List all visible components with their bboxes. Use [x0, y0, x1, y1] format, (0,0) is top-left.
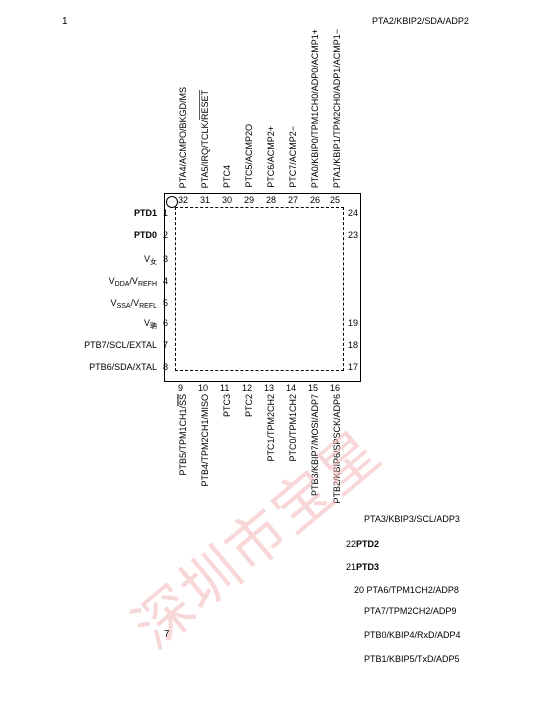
pin-number-3: 3 — [163, 254, 169, 264]
pin-number-12: 12 — [242, 383, 253, 393]
pin-number-16: 16 — [330, 383, 341, 393]
pin-number-4: 4 — [163, 276, 169, 286]
left-pin-name-8: PTB6/SDA/XTAL — [89, 362, 157, 372]
pin-label-ptb1: PTB1/KBIP5/TxD/ADP5 — [364, 654, 460, 664]
top-pin-name-27: PTC7/ACMP2− — [288, 126, 298, 188]
bottom-pin-name-13: PTC1/TPM2CH2 — [266, 394, 276, 462]
bottom-pin-name-12: PTC2 — [244, 394, 254, 418]
pin-number-18: 18 — [348, 340, 359, 350]
top-pin-name-31: PTA5/IRQ/TCLK/RESET — [200, 89, 210, 188]
pin-number-30: 30 — [222, 195, 233, 205]
pin-number-1: 1 — [163, 208, 169, 218]
pin-label-pta3: PTA3/KBIP3/SCL/ADP3 — [364, 514, 460, 524]
watermark: 深圳市宝星 — [120, 417, 394, 663]
bottom-pin-name-11: PTC3 — [222, 394, 232, 418]
pin-number-13: 13 — [264, 383, 275, 393]
pin-number-6: 6 — [163, 318, 169, 328]
pin-number-note-7: 7 — [164, 629, 170, 640]
pin-label-ptd2: 22PTD2 — [346, 539, 380, 549]
pin-label-pta7: PTA7/TPM2CH2/ADP9 — [364, 606, 457, 616]
pin-number-26: 26 — [310, 195, 321, 205]
pin-number-9: 9 — [178, 383, 184, 393]
pin-label-ptb0: PTB0/KBIP4/RxD/ADP4 — [364, 630, 461, 640]
chip-die-outline — [175, 207, 344, 371]
pin-number-32: 32 — [178, 195, 189, 205]
left-pin-name-7: PTB7/SCL/EXTAL — [84, 340, 157, 350]
pin-number-14: 14 — [286, 383, 297, 393]
pin-number-11: 11 — [220, 383, 230, 393]
pin-number-25: 25 — [330, 195, 341, 205]
top-pin-name-28: PTC6/ACMP2+ — [266, 126, 276, 188]
pin-number-10: 10 — [198, 383, 209, 393]
left-pin-name-4: VDDA/VREFH — [108, 276, 157, 288]
left-pin-name-5: VSSA/VREFL — [110, 298, 157, 310]
pin-number-15: 15 — [308, 383, 319, 393]
pin-number-17: 17 — [348, 362, 359, 372]
pin-number-31: 31 — [200, 195, 211, 205]
pin-label-pta2: PTA2/KBIP2/SDA/ADP2 — [372, 16, 469, 26]
top-pin-name-30: PTC4 — [222, 164, 232, 188]
pin-number-8: 8 — [163, 362, 169, 372]
pin-number-28: 28 — [266, 195, 277, 205]
page-number: 1 — [62, 16, 68, 27]
top-pin-name-29: PTC5/ACMP2O — [244, 124, 254, 188]
top-pin-name-32: PTA4/ACMPO/BKGD/MS — [178, 86, 188, 188]
top-pin-name-25: PTA1/KBIP1/TPM2CH0/ADP1/ACMP1− — [332, 28, 342, 188]
pin-number-27: 27 — [288, 195, 299, 205]
pin-number-23: 23 — [348, 230, 359, 240]
pin1-marker-icon — [166, 196, 178, 208]
pin-label-pta6: 20 PTA6/TPM1CH2/ADP8 — [354, 585, 459, 595]
pin-number-5: 5 — [163, 298, 169, 308]
pin-number-29: 29 — [244, 195, 255, 205]
chip-package — [164, 193, 361, 382]
top-pin-name-26: PTA0/KBIP0/TPM1CH0/ADP0/ACMP1+ — [310, 28, 320, 188]
left-pin-name-6: V聃 — [143, 318, 157, 330]
left-pin-name-3: V女 — [143, 254, 157, 266]
pin-number-24: 24 — [348, 208, 359, 218]
bottom-pin-name-10: PTB4/TPM2CH1/MISO — [200, 394, 210, 487]
left-pin-name-1: PTD1 — [133, 208, 157, 218]
pin-number-19: 19 — [348, 318, 359, 328]
left-pin-name-2: PTD0 — [133, 230, 157, 240]
pin-number-2: 2 — [163, 230, 169, 240]
pin-number-7: 7 — [163, 340, 169, 350]
bottom-pin-name-9: PTB5/TPM1CH1/SS — [178, 394, 188, 476]
pin-label-ptd3: 21PTD3 — [346, 562, 380, 572]
